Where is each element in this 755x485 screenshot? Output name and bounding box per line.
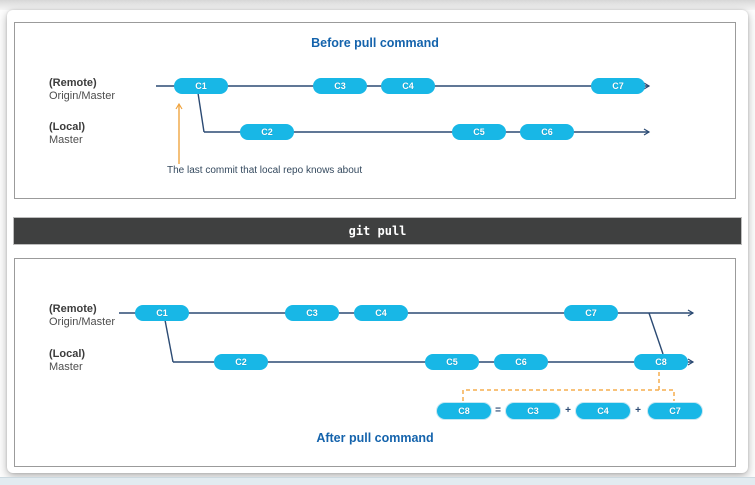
commit-node: C6 <box>494 354 548 370</box>
formula-operand-node: C3 <box>506 403 560 419</box>
commit-label: C1 <box>156 308 168 318</box>
annotation-text: The last commit that local repo knows ab… <box>167 165 363 176</box>
equals-sign: = <box>495 405 501 416</box>
commit-label: C4 <box>597 406 609 416</box>
branch-split-diagonal <box>164 319 174 363</box>
commit-node: C4 <box>354 305 408 321</box>
formula-operand-node: C4 <box>576 403 630 419</box>
plus-sign: + <box>635 405 641 416</box>
local-label: (Local) <box>49 121 86 133</box>
commit-label: C2 <box>235 357 247 367</box>
local-sublabel: Master <box>49 361 83 373</box>
git-pull-command-bar: git pull <box>13 217 742 245</box>
local-sublabel: Master <box>49 134 83 146</box>
commit-label: C6 <box>515 357 527 367</box>
commit-label: C5 <box>446 357 458 367</box>
commit-node: C5 <box>425 354 479 370</box>
commit-node: C2 <box>214 354 268 370</box>
plus-sign: + <box>565 405 571 416</box>
commit-label: C7 <box>612 81 624 91</box>
commit-node: C5 <box>452 124 506 140</box>
commit-node: C3 <box>285 305 339 321</box>
git-pull-command-label: git pull <box>348 224 407 238</box>
merge-diagonal <box>648 312 664 355</box>
formula-result-node: C8 <box>437 403 491 419</box>
remote-label: (Remote) <box>49 303 97 315</box>
commit-label: C1 <box>195 81 207 91</box>
before-remote-branch-label: (Remote) Origin/Master <box>49 77 115 103</box>
commit-label: C3 <box>334 81 346 91</box>
commit-label: C4 <box>375 308 387 318</box>
commit-label: C2 <box>261 127 273 137</box>
commit-node: C6 <box>520 124 574 140</box>
remote-sublabel: Origin/Master <box>49 90 116 102</box>
commit-label: C3 <box>306 308 318 318</box>
commit-label: C5 <box>473 127 485 137</box>
before-local-branch-label: (Local) Master <box>49 121 85 147</box>
commit-node: C7 <box>564 305 618 321</box>
diagram-card: Before pull command (Remote) Origin/Mast… <box>7 10 748 473</box>
commit-node: C7 <box>591 78 645 94</box>
formula-operand-node: C7 <box>648 403 702 419</box>
commit-node: C2 <box>240 124 294 140</box>
remote-label: (Remote) <box>49 77 97 89</box>
local-label: (Local) <box>49 348 86 360</box>
commit-label: C8 <box>458 406 470 416</box>
commit-node: C3 <box>313 78 367 94</box>
before-panel-title: Before pull command <box>311 36 439 50</box>
commit-label: C4 <box>402 81 414 91</box>
commit-label: C7 <box>585 308 597 318</box>
commit-node: C1 <box>135 305 189 321</box>
commit-node: C1 <box>174 78 228 94</box>
commit-label: C7 <box>669 406 681 416</box>
after-local-branch-label: (Local) Master <box>49 348 85 374</box>
remote-sublabel: Origin/Master <box>49 316 116 328</box>
commit-node: C4 <box>381 78 435 94</box>
commit-label: C3 <box>527 406 539 416</box>
before-pull-panel: Before pull command (Remote) Origin/Mast… <box>14 22 736 199</box>
branch-split-diagonal <box>197 92 205 133</box>
after-pull-panel: After pull command (Remote) Origin/Maste… <box>14 258 736 467</box>
commit-label: C6 <box>541 127 553 137</box>
page-bottom-strip <box>0 477 755 485</box>
page-top-strip <box>0 0 755 10</box>
merge-source-dashed-bracket <box>462 372 675 401</box>
after-panel-title: After pull command <box>316 431 434 445</box>
commit-label: C8 <box>655 357 667 367</box>
after-remote-branch-label: (Remote) Origin/Master <box>49 303 115 329</box>
merge-commit-node: C8 <box>634 354 688 370</box>
